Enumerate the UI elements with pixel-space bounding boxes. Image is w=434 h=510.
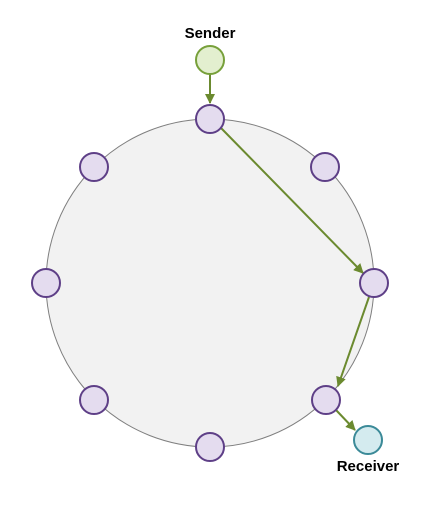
- node-bottom: [195, 432, 225, 462]
- arrow-top-to-right: [220, 127, 364, 274]
- sender-label: Sender: [185, 25, 236, 42]
- node-top: [195, 104, 225, 134]
- receiver-label: Receiver: [337, 458, 400, 475]
- sender-node: [195, 45, 225, 75]
- node-top-right: [310, 152, 340, 182]
- node-top-left: [79, 152, 109, 182]
- arrow-bottom-right-to-receiver: [335, 409, 356, 431]
- receiver-node: [353, 425, 383, 455]
- node-bottom-right: [311, 385, 341, 415]
- arrow-right-to-bottom-right: [336, 296, 370, 387]
- node-right: [359, 268, 389, 298]
- node-left: [31, 268, 61, 298]
- node-bottom-left: [79, 385, 109, 415]
